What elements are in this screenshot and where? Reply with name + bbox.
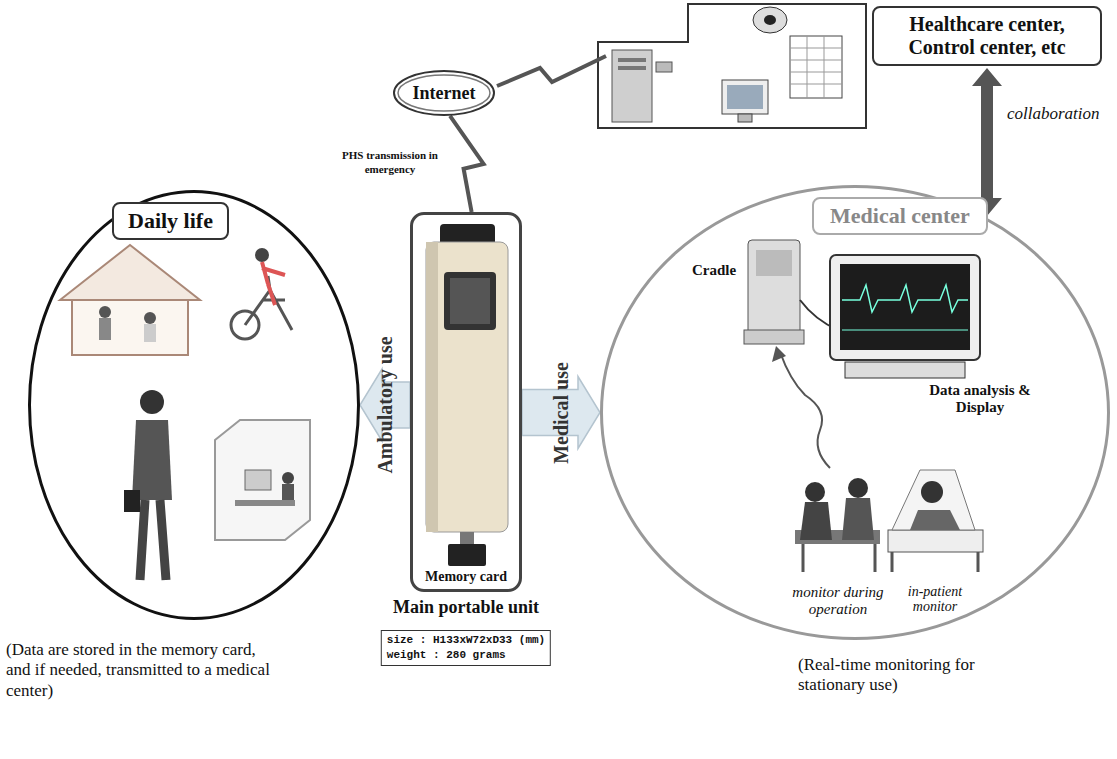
edge-label: Ambulatory use (374, 336, 397, 473)
ellipse-shape (30, 192, 359, 619)
edge-label: PHS transmission in emergency (338, 149, 442, 175)
node-text: Memory card (413, 569, 519, 585)
ellipse-shape (394, 71, 494, 115)
cradle-icon (744, 240, 804, 344)
node-text: Healthcare center, Control center, etc (882, 13, 1092, 59)
part-label: Data analysis & Display (925, 382, 1035, 417)
spec-box: size : H133xW72xD33 (mm)weight : 280 gra… (381, 630, 551, 666)
node-text: Internet (393, 70, 495, 116)
node-text: Main portable unit (393, 597, 539, 618)
lightning-connector (450, 116, 484, 212)
internet-oval: Internet (393, 70, 495, 116)
monitor-icon (722, 80, 768, 122)
system-outline (598, 4, 866, 128)
note-label: in-patient monitor (893, 584, 977, 615)
server-icon (612, 50, 672, 122)
caption: (Data are stored in the memory card, and… (6, 640, 274, 701)
medical-center-ellipse: Medical center (600, 185, 1110, 640)
node-text: weight : 280 grams (387, 648, 545, 663)
portable-unit-box: Memory cardMain portable unit (410, 212, 522, 592)
in-patient-icon (888, 470, 983, 572)
caption: (Real-time monitoring for stationary use… (798, 655, 1018, 696)
double-arrow-connector (972, 68, 1002, 216)
node-text: Daily life (112, 202, 229, 240)
edge-label: Medical use (550, 362, 573, 464)
daily-life-ellipse: Daily life (28, 190, 360, 620)
spreadsheet-icon (790, 36, 842, 98)
ellipse-shape (602, 187, 1109, 639)
ellipse-outline (600, 185, 1110, 640)
edge-label: collaboration (1007, 104, 1100, 124)
node-text: Medical center (812, 197, 988, 235)
node-text: size : H133xW72xD33 (mm) (387, 633, 545, 648)
analysis-monitor-icon (830, 255, 980, 378)
disk-icon (753, 7, 787, 33)
note-label: monitor during operation (786, 584, 890, 617)
wireless-link-arrow (772, 346, 830, 468)
ellipse-outline (28, 190, 360, 620)
wireless-bolt (497, 56, 606, 86)
part-label: Cradle (690, 262, 738, 279)
office-icon (215, 420, 310, 540)
healthcare-box: Healthcare center, Control center, etc (872, 6, 1102, 66)
house-icon (60, 245, 200, 355)
operation-icon (795, 478, 880, 572)
exercise-bike-icon (231, 248, 292, 339)
portable-device (426, 224, 508, 566)
businessman-icon (124, 390, 172, 580)
